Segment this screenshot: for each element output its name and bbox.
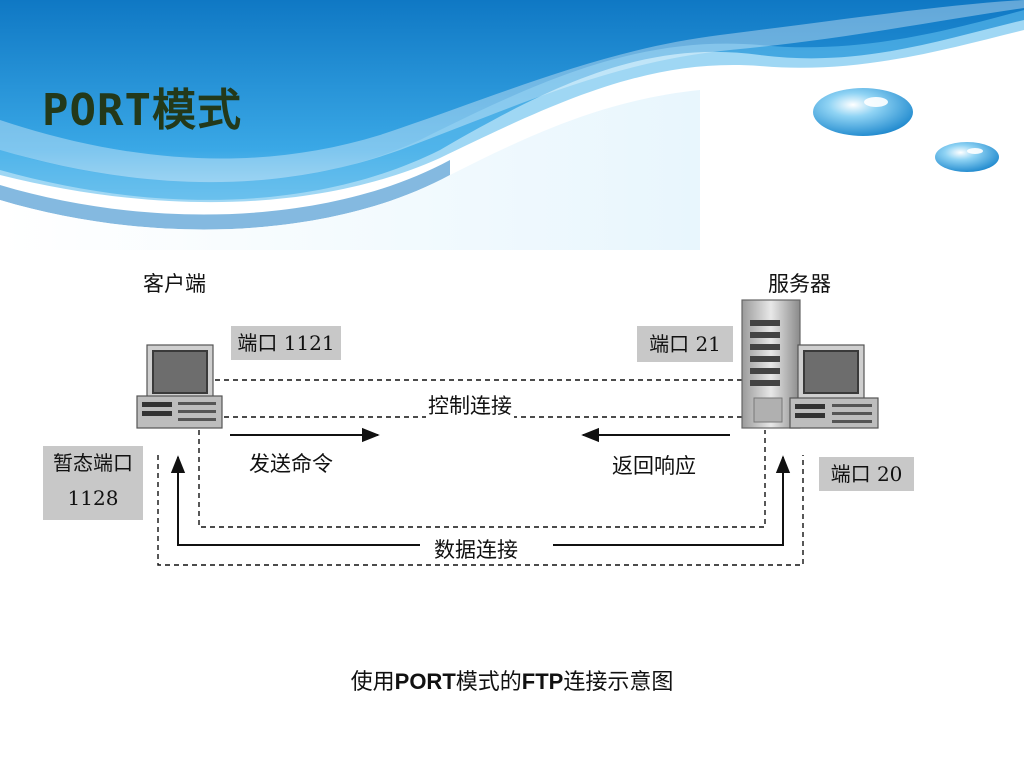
data-connection-lines	[157, 430, 804, 566]
client-label: 客户端	[143, 272, 206, 296]
control-connection-label: 控制连接	[426, 390, 514, 420]
server-computer-icon	[789, 344, 879, 429]
ephemeral-port-box: 暂态端口 1128	[43, 446, 143, 520]
server-label: 服务器	[768, 272, 831, 296]
ftp-diagram	[136, 299, 879, 566]
server-port-box: 端口 21	[637, 326, 733, 362]
diagram-caption: 使用PORT模式的FTP连接示意图	[0, 664, 1024, 696]
ephemeral-port-line1: 暂态端口	[53, 451, 133, 475]
client-computer-icon	[136, 344, 223, 429]
caption-ftp: FTP	[521, 669, 564, 694]
server-data-port-box: 端口 20	[819, 457, 914, 491]
client-port-box: 端口 1121	[231, 326, 341, 360]
caption-port: PORT	[394, 669, 456, 694]
caption-prefix: 使用	[350, 670, 395, 695]
data-connection-label: 数据连接	[432, 534, 520, 564]
slide-title: PORT模式	[42, 85, 242, 136]
ephemeral-port-line2: 1128	[67, 486, 119, 510]
data-connection-arrows	[170, 455, 791, 546]
caption-suffix: 连接示意图	[563, 670, 674, 695]
return-response-label: 返回响应	[612, 454, 696, 478]
caption-mid: 模式的	[455, 670, 522, 695]
water-banner	[0, 0, 1024, 250]
send-command-label: 发送命令	[249, 452, 333, 476]
